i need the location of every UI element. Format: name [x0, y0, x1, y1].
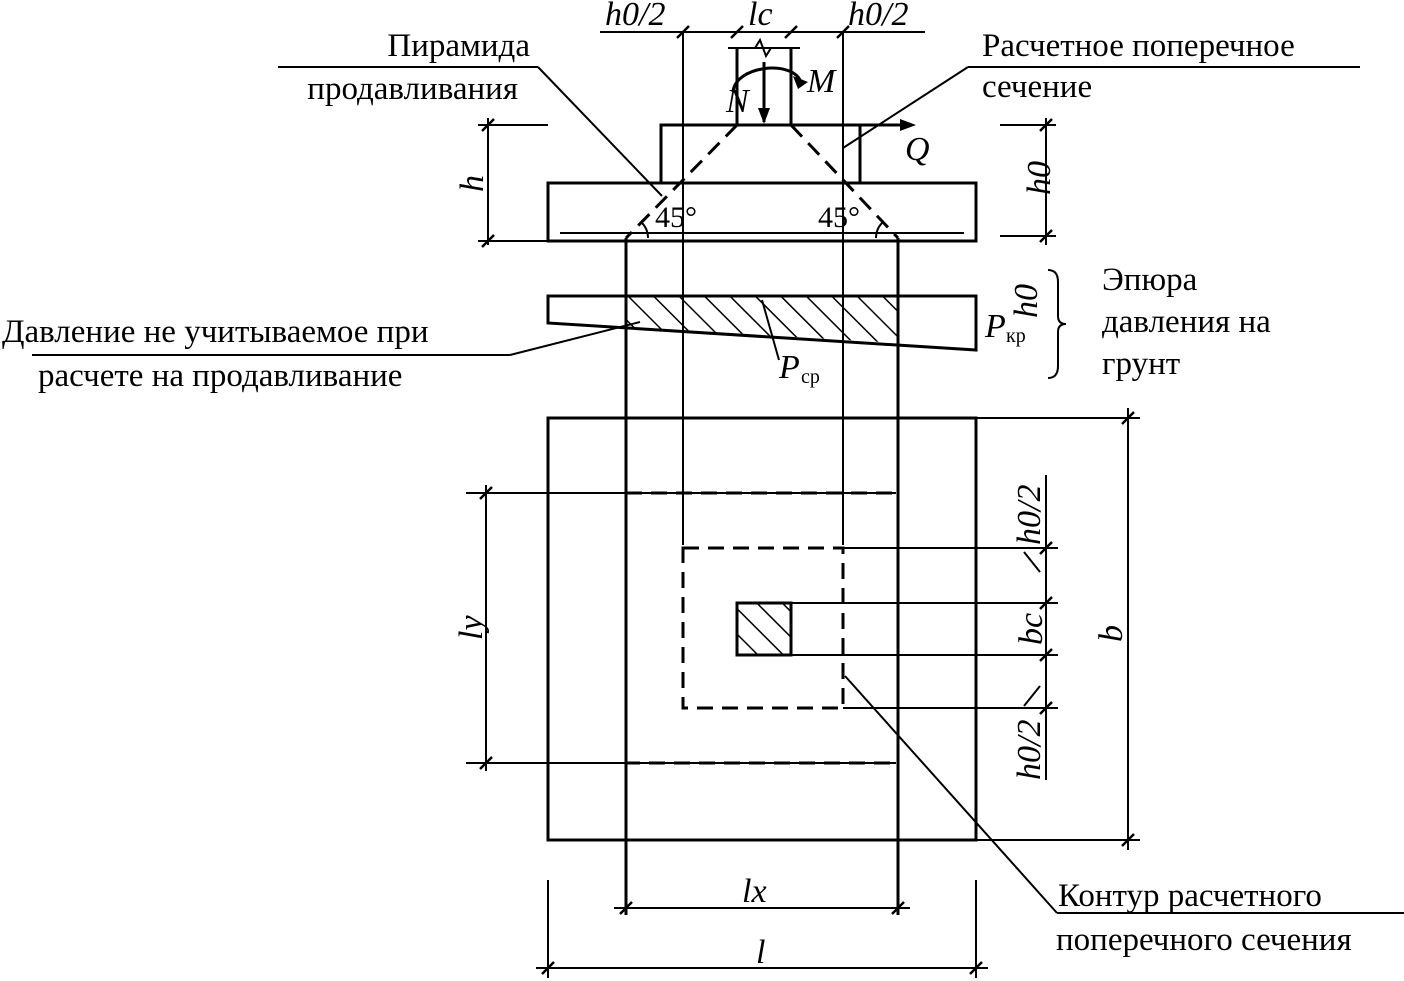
soil-pressure-label-line3: грунт — [1102, 346, 1180, 382]
dim-h0-half-plan-bottom: h0/2 — [1011, 720, 1048, 780]
soil-pressure-label-line1: Эпюра — [1102, 262, 1198, 298]
dim-bc-label: bc — [1013, 613, 1050, 645]
h0-diagram-label: h0 — [1008, 284, 1045, 318]
p-sr-subscript: ср — [801, 366, 820, 388]
section-label-line1: Расчетное поперечное — [982, 28, 1295, 64]
pressure-ignored-label-line1: Давление не учитываемое при — [2, 314, 429, 350]
pyramid-edge-left — [624, 123, 739, 240]
dim-lx-label: lx — [742, 873, 767, 910]
angle-right-label: 45° — [818, 201, 860, 234]
angle-left-label: 45° — [655, 201, 697, 234]
p-sr-pointer — [761, 299, 780, 361]
foundation-top-step — [659, 123, 862, 183]
section-label-line2: сечение — [982, 69, 1092, 105]
p-kr-subscript: кр — [1006, 325, 1026, 347]
pressure-ignored-pointer — [509, 321, 641, 356]
moment-M-arrow — [731, 66, 802, 93]
dim-h0-half-plan-top: h0/2 — [1011, 485, 1048, 545]
soil-pressure-brace — [1047, 269, 1067, 379]
dim-b-label: b — [1093, 625, 1130, 642]
break-symbol — [754, 37, 772, 59]
contour-label-line1: Контур расчетного — [1058, 878, 1322, 914]
dim-lc: lc — [748, 0, 773, 33]
soil-pressure-label-line2: давления на — [1102, 304, 1271, 340]
foundation-slab — [546, 181, 978, 243]
load-Q-label: Q — [905, 131, 930, 168]
pressure-ignored-label-line2: расчете на продавливание — [38, 358, 402, 394]
dim-l-label: l — [756, 934, 765, 971]
foundation-outline-plan — [546, 416, 978, 842]
section-pointer-line — [842, 66, 969, 149]
elevation-view — [278, 25, 1360, 915]
plan-view — [466, 408, 1404, 978]
design-section-contour — [681, 546, 845, 710]
pyramid-edge-right — [789, 123, 900, 240]
load-N-label: N — [725, 83, 751, 120]
load-M-label: M — [806, 63, 837, 100]
contour-pointer-line — [844, 675, 1058, 914]
angle-arc-right — [875, 221, 884, 239]
angle-arc-left — [640, 221, 649, 239]
pressure-hatched-zone — [626, 296, 898, 343]
p-sr-label: P — [778, 349, 800, 386]
dim-ly-label: ly — [453, 615, 490, 640]
pressure-diagram-outline — [546, 294, 978, 352]
dim-h0-half-left: h0/2 — [605, 0, 665, 33]
dim-h-label: h — [454, 175, 491, 192]
column-section-plan — [735, 601, 793, 657]
soil-pressure-diagram — [32, 269, 1067, 379]
dim-h0-half-right: h0/2 — [848, 0, 908, 33]
pyramid-pointer-line — [537, 66, 663, 197]
dim-h0-label: h0 — [1021, 161, 1058, 195]
pyramid-label-line2: продавливания — [307, 71, 518, 107]
p-kr-label: P — [984, 308, 1006, 345]
pyramid-label-line1: Пирамида — [387, 28, 530, 64]
contour-label-line2: поперечного сечения — [1056, 922, 1352, 958]
